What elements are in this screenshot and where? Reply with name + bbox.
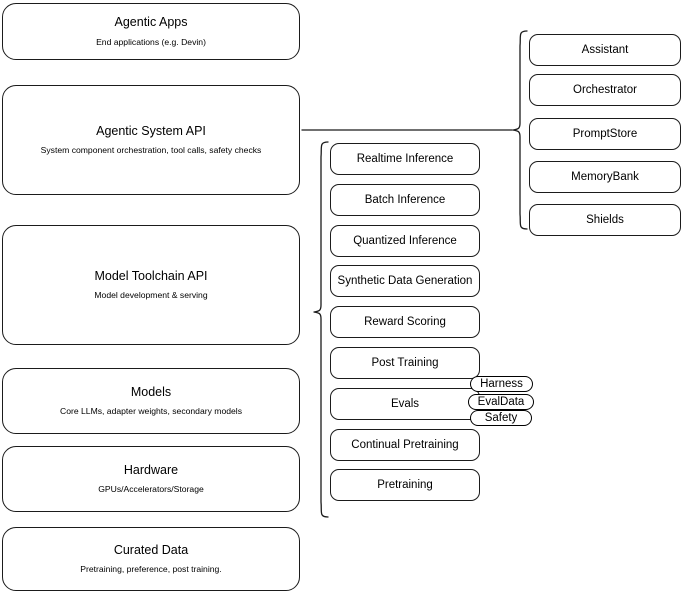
evals-subcomponent-harness[interactable]: Harness [470,376,533,392]
capability-label: Realtime Inference [356,152,454,165]
layer-title: Agentic Apps [114,15,188,30]
system-component-label: Assistant [581,43,629,56]
layer-subtitle: GPUs/Accelerators/Storage [98,484,204,495]
layer-hardware[interactable]: Hardware GPUs/Accelerators/Storage [2,446,300,512]
layer-agentic-apps[interactable]: Agentic Apps End applications (e.g. Devi… [2,3,300,60]
layer-title: Models [130,384,172,399]
capability-post-training[interactable]: Post Training [330,347,480,379]
layer-model-toolchain-api[interactable]: Model Toolchain API Model development & … [2,225,300,345]
layer-title: Curated Data [113,542,189,557]
system-component-label: Shields [586,213,624,226]
layer-subtitle: Pretraining, preference, post training. [80,564,222,575]
system-component-shields[interactable]: Shields [529,204,681,236]
system-component-label: PromptStore [572,127,638,140]
capability-label: Batch Inference [364,193,446,206]
system-component-label: Orchestrator [573,83,637,96]
system-component-label: MemoryBank [571,170,639,183]
capability-label: Continual Pretraining [351,438,459,451]
layer-curated-data[interactable]: Curated Data Pretraining, preference, po… [2,527,300,591]
capability-label: Post Training [371,356,439,369]
evals-subcomponent-evaldata[interactable]: EvalData [468,394,534,410]
capability-quantized-inference[interactable]: Quantized Inference [330,225,480,257]
layer-agentic-system-api[interactable]: Agentic System API System component orch… [2,85,300,195]
toolchain-capabilities-brace [313,141,329,518]
capability-reward-scoring[interactable]: Reward Scoring [330,306,480,338]
layer-models[interactable]: Models Core LLMs, adapter weights, secon… [2,368,300,434]
capability-label: Pretraining [377,478,433,491]
layer-title: Agentic System API [96,123,206,138]
layer-subtitle: Core LLMs, adapter weights, secondary mo… [60,406,242,417]
system-component-assistant[interactable]: Assistant [529,34,681,66]
capability-label: Synthetic Data Generation [337,274,473,287]
capability-batch-inference[interactable]: Batch Inference [330,184,480,216]
system-component-memorybank[interactable]: MemoryBank [529,161,681,193]
evals-subcomponent-safety[interactable]: Safety [470,410,532,426]
capability-label: Reward Scoring [364,315,446,328]
layer-subtitle: System component orchestration, tool cal… [40,145,262,156]
system-components-brace [512,30,528,230]
layer-title: Hardware [123,462,179,477]
capability-label: Quantized Inference [353,234,457,247]
system-component-orchestrator[interactable]: Orchestrator [529,74,681,106]
capability-synthetic-data-generation[interactable]: Synthetic Data Generation [330,265,480,297]
capability-continual-pretraining[interactable]: Continual Pretraining [330,429,480,461]
layer-subtitle: Model development & serving [94,290,208,301]
capability-pretraining[interactable]: Pretraining [330,469,480,501]
layer-subtitle: End applications (e.g. Devin) [96,36,206,47]
capability-evals[interactable]: Evals [330,388,480,420]
capability-realtime-inference[interactable]: Realtime Inference [330,143,480,175]
system-component-promptstore[interactable]: PromptStore [529,118,681,150]
layer-title: Model Toolchain API [94,268,208,283]
capability-label: Evals [390,397,420,410]
